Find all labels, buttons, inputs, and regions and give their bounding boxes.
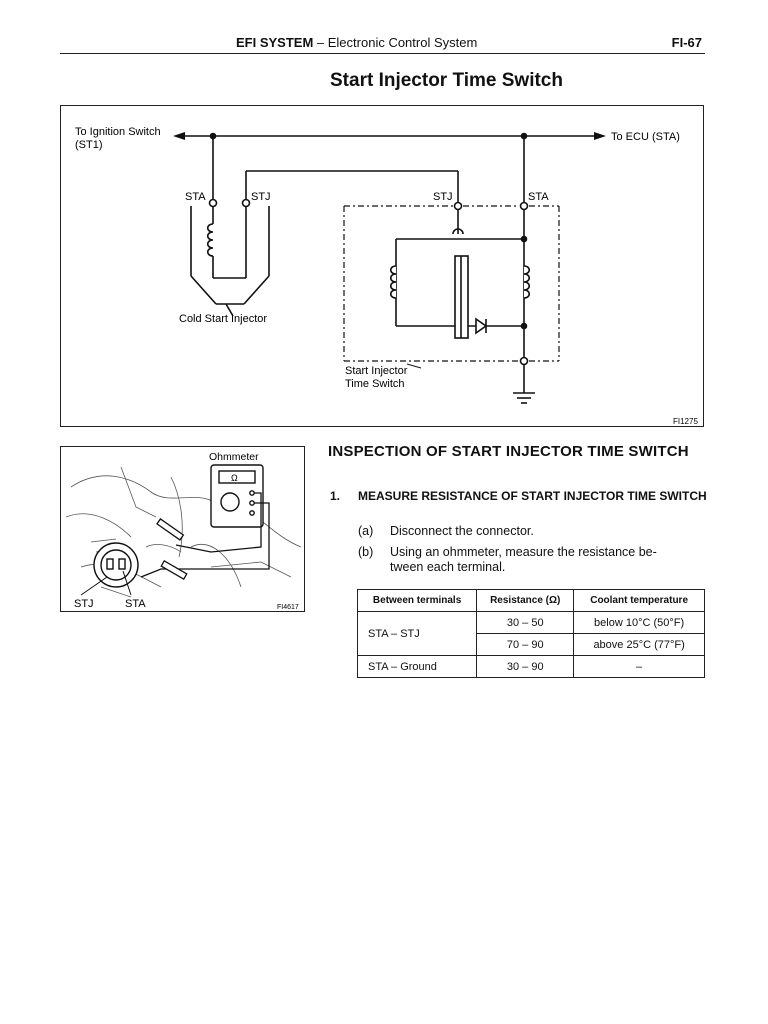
label-time-switch-line1: Start Injector	[345, 365, 408, 377]
table-cell-resistance: 30 – 90	[476, 655, 575, 678]
header-section: EFI SYSTEM	[236, 35, 314, 50]
table-cell-coolant: above 25°C (77°F)	[573, 633, 705, 656]
wiring-diagram-svg: To Ignition Switch (ST1) To ECU (STA) ST…	[75, 126, 698, 426]
table-header: Resistance (Ω)	[476, 589, 575, 612]
table-row: STA – STJ 30 – 50 below 10°C (50°F)	[356, 611, 705, 656]
table-cell-coolant: –	[573, 655, 705, 678]
table-header: Coolant temperature	[573, 589, 705, 612]
label-ignition-switch-terminal: (ST1)	[75, 139, 103, 151]
step-number: 1.	[330, 489, 341, 503]
header-subsection: – Electronic Control System	[313, 35, 478, 50]
running-header: EFI SYSTEM – Electronic Control System	[236, 35, 477, 50]
label-stj-time-switch: STJ	[433, 191, 453, 203]
table-cell-resistance: 30 – 50	[476, 611, 575, 634]
table-cell-resistance: 70 – 90	[476, 633, 575, 656]
label-ignition-switch: To Ignition Switch	[75, 126, 161, 138]
label-ohmmeter: Ohmmeter	[209, 451, 259, 463]
table-row: STA – Ground 30 – 90 –	[356, 655, 705, 678]
figure-id: FI1275	[673, 417, 698, 426]
table-cell-coolant: below 10°C (50°F)	[573, 611, 705, 634]
label-to-ecu: To ECU (STA)	[611, 131, 680, 143]
sub-step-a-label: (a)	[358, 524, 374, 538]
label-sta-terminal: STA	[125, 598, 146, 610]
label-sta-cold-injector: STA	[185, 191, 206, 203]
step-title: MEASURE RESISTANCE OF START INJECTOR TIM…	[358, 489, 707, 503]
table-header-row: Between terminals Resistance (Ω) Coolant…	[356, 589, 705, 612]
label-stj-cold-injector: STJ	[251, 191, 271, 203]
ohmmeter-illustration: Ohmmeter Ω STJ STA FI4617	[60, 446, 305, 612]
sub-step-b-label: (b)	[358, 545, 374, 559]
wiring-diagram: To Ignition Switch (ST1) To ECU (STA) ST…	[60, 105, 704, 427]
page-title: Start Injector Time Switch	[330, 70, 563, 91]
sub-step-b-text-line1: Using an ohmmeter, measure the resistanc…	[390, 545, 657, 559]
sub-step-b-text-line2: tween each terminal.	[390, 560, 506, 574]
label-stj-terminal: STJ	[74, 598, 94, 610]
label-time-switch-line2: Time Switch	[345, 378, 405, 390]
resistance-table: Between terminals Resistance (Ω) Coolant…	[356, 589, 705, 678]
sub-step-a-text: Disconnect the connector.	[390, 524, 534, 538]
label-sta-time-switch: STA	[528, 191, 549, 203]
table-header: Between terminals	[356, 589, 478, 612]
header-rule	[60, 53, 705, 54]
label-cold-start-injector: Cold Start Injector	[179, 313, 267, 325]
ohmmeter-illustration-svg: Ohmmeter Ω STJ STA FI4617	[65, 451, 302, 611]
table-cell-terminals: STA – STJ	[356, 611, 478, 656]
section-title: INSPECTION OF START INJECTOR TIME SWITCH	[328, 443, 689, 460]
ohm-symbol: Ω	[231, 473, 238, 483]
table-row: 70 – 90 above 25°C (77°F)	[358, 633, 705, 656]
table-cell-terminals: STA – Ground	[356, 655, 478, 678]
page-number: FI-67	[671, 35, 702, 50]
photo-figure-id: FI4617	[277, 604, 299, 611]
